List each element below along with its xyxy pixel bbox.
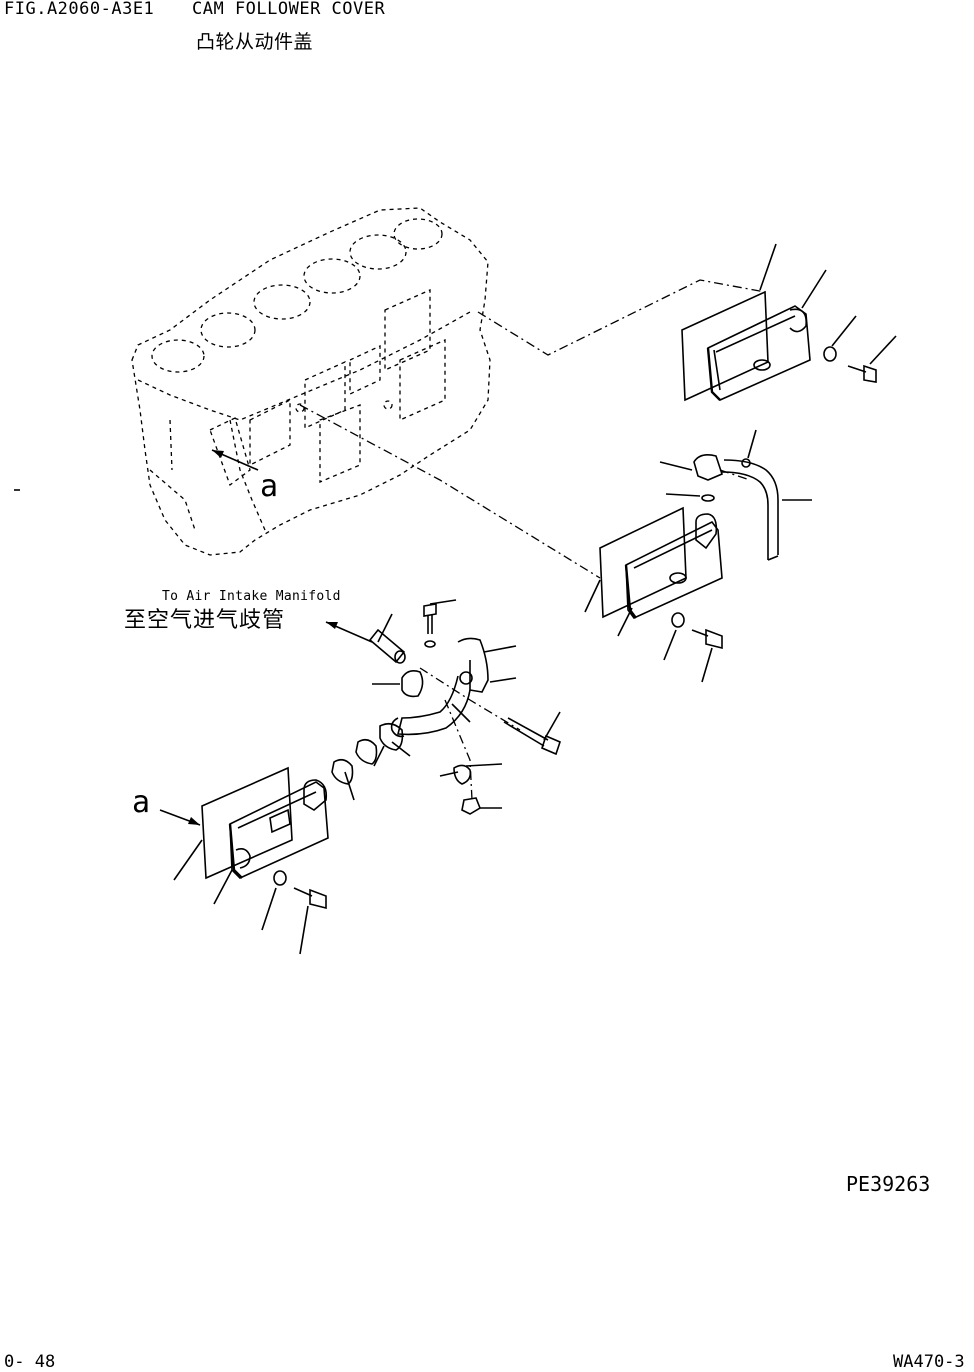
engine-block: [132, 208, 490, 555]
page-number: 0- 48: [4, 1352, 56, 1372]
cover-assembly-upper: [682, 244, 896, 400]
cover-assembly-middle: [585, 430, 812, 682]
air-intake-label: To Air Intake Manifold: [162, 589, 341, 604]
figure-title: CAM FOLLOWER COVER: [192, 0, 386, 19]
view-letter-upper: a: [260, 469, 278, 504]
figure-id: FIG.A2060-A3E1: [4, 0, 155, 19]
model-code: WA470-3: [893, 1352, 965, 1372]
drawing-number: PE39263: [846, 1172, 931, 1196]
air-intake-label-chinese: 至空气进气歧管: [124, 608, 286, 633]
view-letter-lower: a: [132, 785, 150, 820]
view-arrow-upper: [212, 450, 258, 470]
view-arrow-lower: [160, 810, 200, 825]
breather-piping: [332, 600, 560, 814]
air-intake-arrow: [326, 622, 372, 642]
cover-assembly-lower: [174, 768, 328, 954]
assembly-centerlines: [300, 280, 765, 800]
figure-title-chinese: 凸轮从动件盖: [196, 31, 314, 53]
